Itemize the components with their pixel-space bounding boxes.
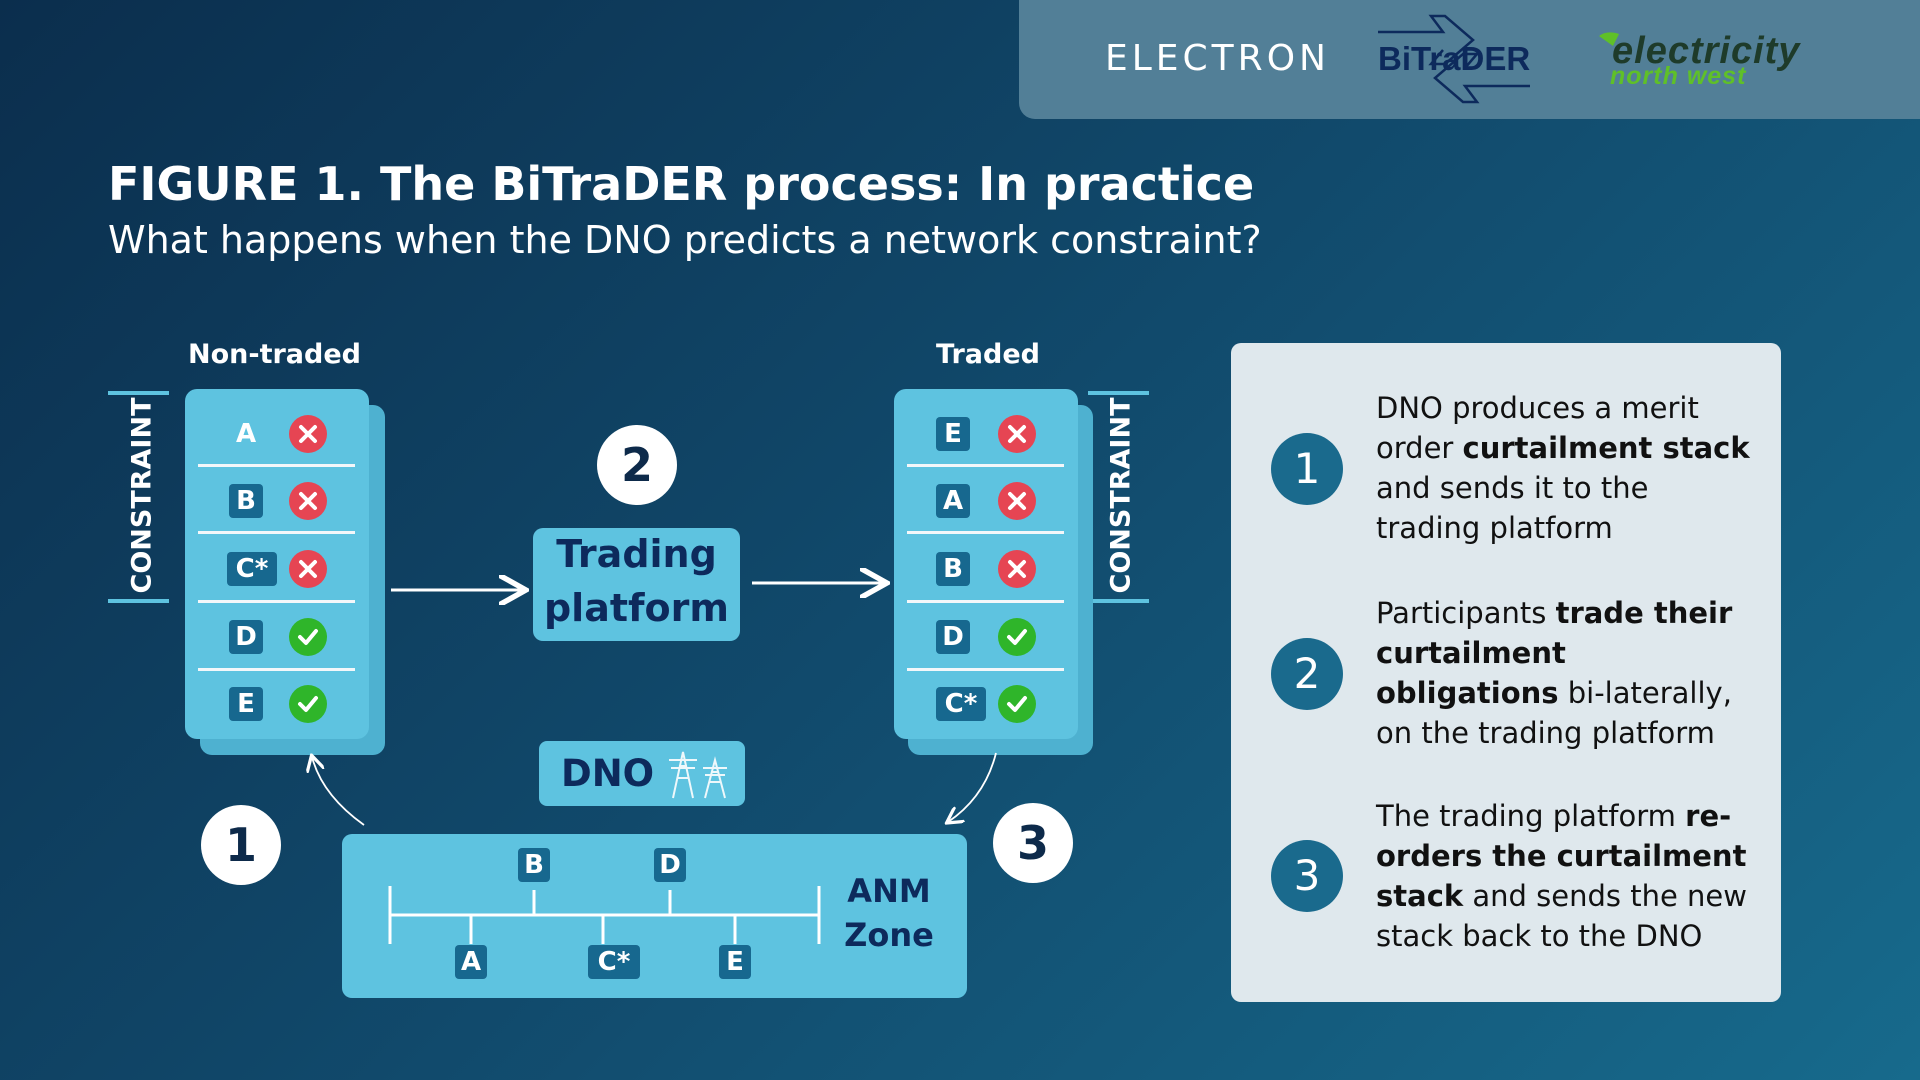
enw-logo-line2: north west [1610,62,1747,90]
enw-logo-line1: electricity [1612,30,1801,72]
step-number-3: 3 [1271,840,1343,912]
non-traded-stack: A B C* D E [185,389,369,739]
anm-node: D [654,848,686,882]
bitrader-logo: BiTraDER [1378,40,1531,77]
cross-icon [998,415,1036,453]
pylon-icon [669,751,727,799]
cross-icon [289,415,327,453]
left-constraint-top-bar [108,391,169,395]
trading-platform-box: Trading platform [533,528,740,641]
anm-node: A [455,945,487,979]
anm-network-lines [388,886,821,944]
anm-node: B [518,848,550,882]
stack-row: C* [185,536,369,602]
stack-letter: D [936,620,970,654]
stack-letter: B [229,484,263,518]
stack-row: E [185,671,369,737]
step-2-text: Participants trade their curtailment obl… [1376,596,1733,750]
stack-letter: B [936,552,970,586]
stack-row: B [894,536,1078,602]
row-divider [198,600,355,603]
explanation-panel: 1 DNO produces a merit order curtailment… [1231,343,1781,1002]
row-divider [198,668,355,671]
anm-zone-box: B D A C* E ANM Zone [342,834,967,998]
anm-label-line1: ANM [847,872,931,910]
arrow-traded-to-anm [948,752,997,822]
row-divider [907,668,1064,671]
step-3-marker: 3 [993,803,1073,883]
stack-row: A [185,401,369,467]
stack-letter: A [235,419,257,449]
stack-row: E [894,401,1078,467]
stack-row: B [185,468,369,534]
step-2-marker: 2 [597,425,677,505]
check-icon [998,618,1036,656]
cross-icon [289,482,327,520]
check-icon [998,685,1036,723]
stack-letter: A [936,484,970,518]
anm-label-line2: Zone [844,916,934,954]
step-1-text: DNO produces a merit order curtailment s… [1376,391,1750,545]
traded-stack: E A B D C* [894,389,1078,739]
row-divider [907,464,1064,467]
traded-label: Traded [936,339,1040,370]
left-constraint-bottom-bar [108,599,169,603]
row-divider [907,600,1064,603]
check-icon [289,685,327,723]
anm-node: E [719,945,751,979]
bitrader-logo-arrows [1378,14,1530,104]
step-number-1: 1 [1271,433,1343,505]
arrow-anm-to-non-traded [312,757,365,826]
cross-icon [998,482,1036,520]
trading-platform-line1: Trading [556,532,717,576]
non-traded-label: Non-traded [188,339,361,370]
stack-row: D [894,604,1078,670]
row-divider [198,464,355,467]
step-number-2: 2 [1271,638,1343,710]
stack-letter: C* [936,687,986,721]
stack-letter: C* [227,552,277,586]
right-constraint-top-bar [1088,391,1149,395]
anm-node: C* [588,945,640,979]
stack-letter: E [936,417,970,451]
electron-logo: ELECTRON [1105,38,1330,79]
logo-bar [1019,0,1920,119]
row-divider [907,531,1064,534]
row-divider [198,531,355,534]
figure-title: FIGURE 1. The BiTraDER process: In pract… [108,157,1255,211]
trading-platform-line2: platform [543,586,729,630]
cross-icon [289,550,327,588]
stack-row: A [894,468,1078,534]
stack-letter: D [229,620,263,654]
enw-logo-swoosh [1599,32,1619,46]
cross-icon [998,550,1036,588]
stack-row: C* [894,671,1078,737]
step-1-marker: 1 [201,805,281,885]
figure-subtitle: What happens when the DNO predicts a net… [108,218,1262,262]
right-constraint-bottom-bar [1088,599,1149,603]
stack-row: D [185,604,369,670]
dno-box: DNO [539,741,745,806]
dno-label: DNO [561,752,655,795]
step-3-text: The trading platform re-orders the curta… [1376,799,1747,953]
stack-letter: E [229,687,263,721]
check-icon [289,618,327,656]
